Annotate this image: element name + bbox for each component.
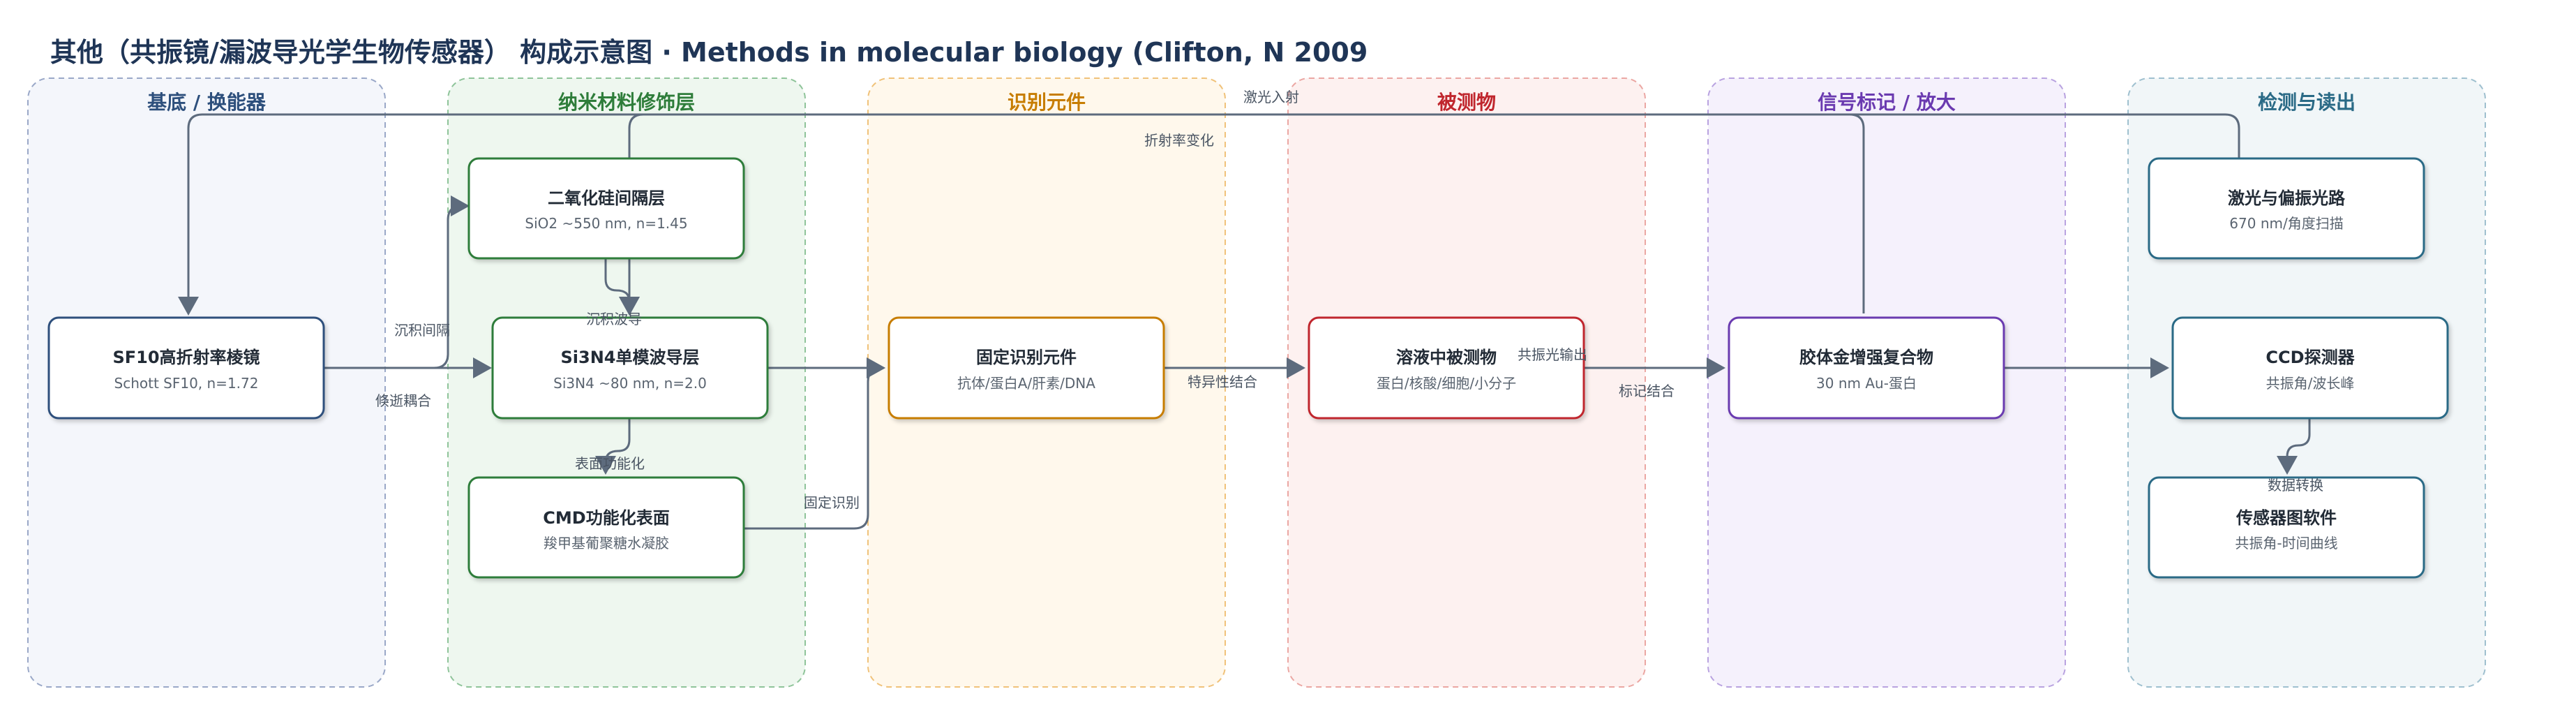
node-cmd-title: CMD功能化表面 [543,508,669,528]
node-prism: SF10高折射率棱镜 Schott SF10, n=1.72 [47,316,325,420]
edge-label-label-binding: 标记结合 [1619,383,1675,399]
node-laser-box [2148,157,2425,260]
node-software-sub: 共振角-时间曲线 [2235,535,2337,552]
node-cmd-box [467,476,745,579]
edges [178,113,2311,530]
node-si3n4-sub: Si3N4 ~80 nm, n=2.0 [553,375,707,392]
edge-label-data-convert: 数据转换 [2268,477,2323,494]
lane-nanomaterial-title: 纳米材料修饰层 [558,91,695,114]
node-ccd-box [2171,316,2449,420]
node-recog: 固定识别元件 抗体/蛋白A/肝素/DNA [888,316,1165,420]
diagram-title: 其他（共振镜/漏波导光学生物传感器） 构成示意图 · Methods in mo… [50,37,1368,68]
node-prism-title: SF10高折射率棱镜 [112,348,260,367]
node-gold-title: 胶体金增强复合物 [1799,348,1933,367]
node-si3n4: Si3N4单模波导层 Si3N4 ~80 nm, n=2.0 [491,316,769,420]
node-prism-box [47,316,325,420]
edge-si3n4-cmd [595,418,631,475]
edge-label-evanescent: 倏逝耦合 [375,392,431,409]
node-recog-title: 固定识别元件 [976,348,1077,367]
node-analyte-title: 溶液中被测物 [1396,348,1497,367]
edge-label-fixed-recog: 固定识别 [804,494,860,511]
edge-label-specific-binding: 特异性结合 [1188,373,1257,390]
lane-signal-title: 信号标记 / 放大 [1818,91,1956,114]
node-analyte-sub: 蛋白/核酸/细胞/小分子 [1377,375,1516,392]
edge-ccd-software [2277,418,2311,475]
node-gold: 胶体金增强复合物 30 nm Au-蛋白 [1728,316,2005,420]
edge-label-deposit-spacer: 沉积间隔 [394,322,450,339]
node-gold-sub: 30 nm Au-蛋白 [1816,375,1917,392]
edge-label-ri-change: 折射率变化 [1144,132,1214,149]
node-analyte: 溶液中被测物 蛋白/核酸/细胞/小分子 [1308,316,1585,420]
node-sio2-title: 二氧化硅间隔层 [548,188,665,208]
node-sio2-box [467,157,745,260]
edge-gold-waveguide [619,113,1865,316]
lane-detection-title: 检测与读出 [2258,91,2356,114]
node-prism-sub: Schott SF10, n=1.72 [114,375,259,392]
lane-recognition-title: 识别元件 [1008,91,1086,114]
node-software-box [2148,476,2425,579]
lane-analyte-title: 被测物 [1437,91,1496,114]
node-laser-sub: 670 nm/角度扫描 [2229,215,2343,232]
node-gold-box [1728,316,2005,420]
node-si3n4-box [491,316,769,420]
node-sio2: 二氧化硅间隔层 SiO2 ~550 nm, n=1.45 [467,157,745,260]
node-si3n4-title: Si3N4单模波导层 [561,348,700,367]
lane-substrate-title: 基底 / 换能器 [147,91,267,114]
node-laser-title: 激光与偏振光路 [2228,188,2346,208]
node-sio2-sub: SiO2 ~550 nm, n=1.45 [525,215,687,232]
edge-label-resonance-out: 共振光输出 [1518,346,1587,363]
node-ccd: CCD探测器 共振角/波长峰 [2171,316,2449,420]
edge-label-laser-in: 激光入射 [1243,89,1299,105]
node-analyte-box [1308,316,1585,420]
node-ccd-sub: 共振角/波长峰 [2266,375,2355,392]
edge-cmd-recog [744,357,885,530]
node-cmd-sub: 羧甲基葡聚糖水凝胶 [544,535,669,552]
node-ccd-title: CCD探测器 [2266,348,2355,367]
node-software: 传感器图软件 共振角-时间曲线 [2148,476,2425,579]
node-cmd: CMD功能化表面 羧甲基葡聚糖水凝胶 [467,476,745,579]
node-recog-box [888,316,1165,420]
node-software-title: 传感器图软件 [2236,508,2337,528]
node-recog-sub: 抗体/蛋白A/肝素/DNA [957,375,1095,392]
edge-label-surface-func: 表面功能化 [575,455,645,472]
edge-labels: 沉积间隔 倏逝耦合 沉积波导 表面功能化 固定识别 特异性结合 折射率变化 激光… [375,89,2323,511]
node-laser: 激光与偏振光路 670 nm/角度扫描 [2148,157,2425,260]
edge-label-deposit-waveguide: 沉积波导 [586,311,642,327]
